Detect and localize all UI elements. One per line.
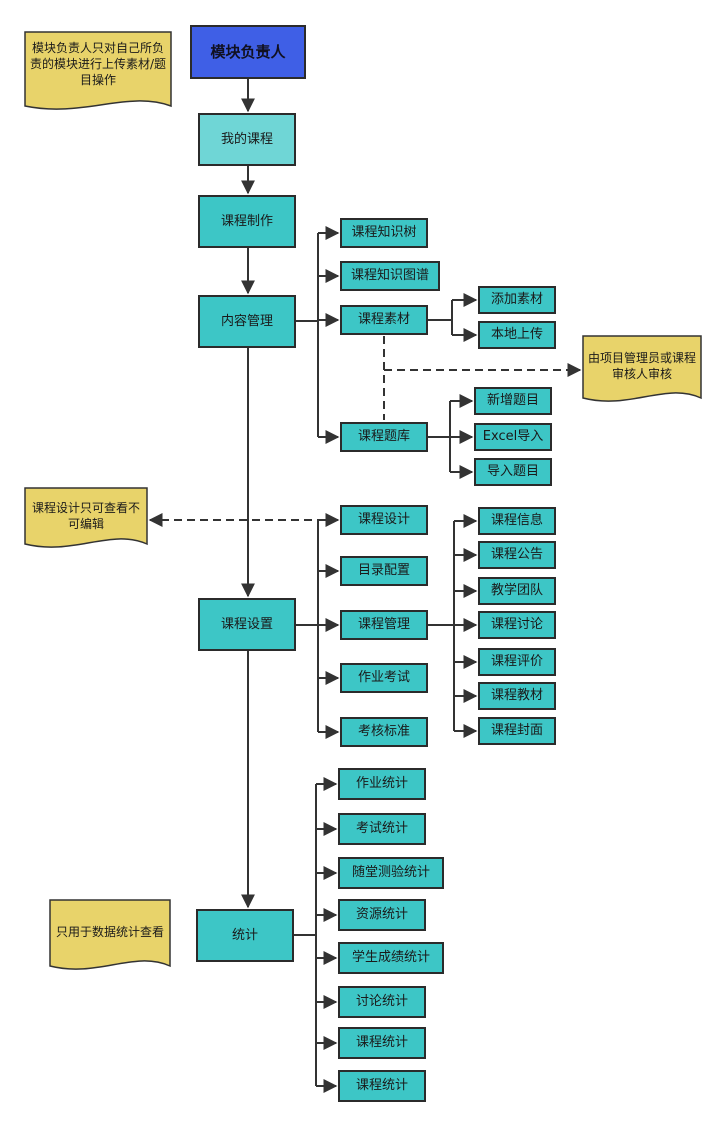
note-stats-text: 只用于数据统计查看 bbox=[55, 925, 164, 939]
node-course-info[interactable]: 课程信息 bbox=[478, 507, 556, 535]
note-review-shape bbox=[582, 335, 702, 402]
note-stats-shape bbox=[49, 899, 171, 970]
node-course-review[interactable]: 课程评价 bbox=[478, 648, 556, 676]
node-assess-standard[interactable]: 考核标准 bbox=[340, 717, 428, 747]
node-content-mgmt[interactable]: 内容管理 bbox=[198, 295, 296, 348]
note-design-text: 课程设计只可查看不可编辑 bbox=[31, 501, 140, 532]
node-course-stats-1[interactable]: 课程统计 bbox=[338, 1027, 426, 1059]
note-upload-shape bbox=[24, 31, 172, 110]
node-materials[interactable]: 课程素材 bbox=[340, 305, 428, 335]
node-exam-stats[interactable]: 考试统计 bbox=[338, 813, 426, 845]
node-course-stats-2[interactable]: 课程统计 bbox=[338, 1070, 426, 1102]
note-design-shape bbox=[24, 487, 148, 548]
node-knowledge-tree[interactable]: 课程知识树 bbox=[340, 218, 428, 248]
node-knowledge-graph[interactable]: 课程知识图谱 bbox=[340, 261, 440, 291]
node-course-settings[interactable]: 课程设置 bbox=[198, 598, 296, 651]
node-import-question[interactable]: 导入题目 bbox=[474, 458, 552, 486]
node-quiz-stats[interactable]: 随堂测验统计 bbox=[338, 857, 444, 889]
node-statistics[interactable]: 统计 bbox=[196, 909, 294, 962]
node-homework-exam[interactable]: 作业考试 bbox=[340, 663, 428, 693]
node-module-owner[interactable]: 模块负责人 bbox=[190, 25, 306, 79]
node-teaching-team[interactable]: 教学团队 bbox=[478, 577, 556, 605]
node-add-material[interactable]: 添加素材 bbox=[478, 286, 556, 314]
note-review-text: 由项目管理员或课程审核人审核 bbox=[587, 351, 696, 382]
node-discussion-stats[interactable]: 讨论统计 bbox=[338, 986, 426, 1018]
node-local-upload[interactable]: 本地上传 bbox=[478, 321, 556, 349]
node-resource-stats[interactable]: 资源统计 bbox=[338, 899, 426, 931]
note-upload-text: 模块负责人只对自己所负责的模块进行上传素材/题目操作 bbox=[29, 41, 167, 88]
node-course-design[interactable]: 课程设计 bbox=[340, 505, 428, 535]
node-homework-stats[interactable]: 作业统计 bbox=[338, 768, 426, 800]
node-catalog-config[interactable]: 目录配置 bbox=[340, 556, 428, 586]
node-course-cover[interactable]: 课程封面 bbox=[478, 717, 556, 745]
node-course-discussion[interactable]: 课程讨论 bbox=[478, 611, 556, 639]
node-course-manage[interactable]: 课程管理 bbox=[340, 610, 428, 640]
node-new-question[interactable]: 新增题目 bbox=[474, 387, 552, 415]
node-my-courses[interactable]: 我的课程 bbox=[198, 113, 296, 166]
node-course-textbook[interactable]: 课程教材 bbox=[478, 682, 556, 710]
node-excel-import[interactable]: Excel导入 bbox=[474, 423, 552, 451]
node-course-make[interactable]: 课程制作 bbox=[198, 195, 296, 248]
node-question-bank[interactable]: 课程题库 bbox=[340, 422, 428, 452]
node-grade-stats[interactable]: 学生成绩统计 bbox=[338, 942, 444, 974]
node-course-notice[interactable]: 课程公告 bbox=[478, 541, 556, 569]
